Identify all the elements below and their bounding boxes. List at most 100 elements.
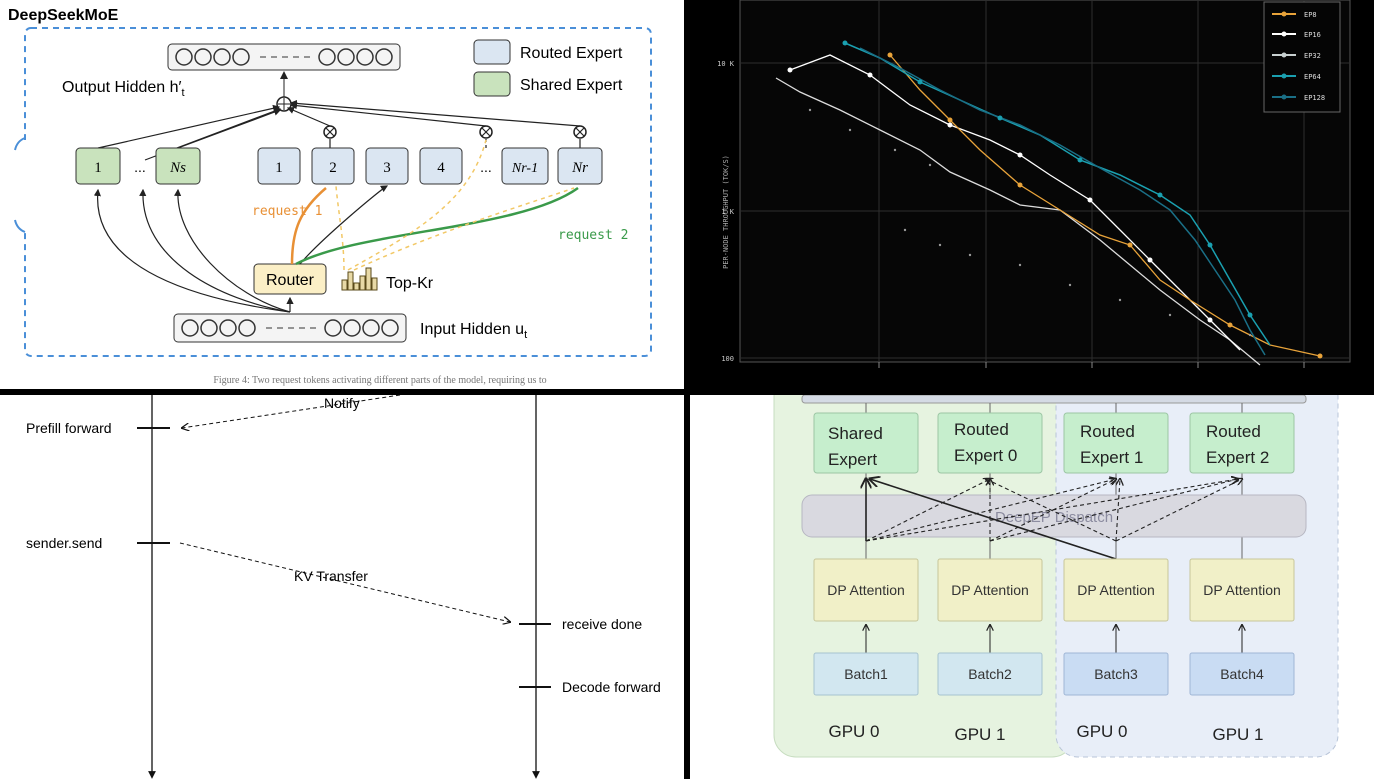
dp-attention-1 [813, 558, 919, 622]
moe-title: DeepSeekMoE [8, 7, 119, 24]
shared-legend-swatch [473, 71, 511, 97]
dp-attention-2-label: DP Attention [951, 582, 1029, 598]
router-box [253, 263, 327, 295]
shared-expert-ns [155, 147, 201, 185]
legend-ep8: EP8 [1304, 11, 1317, 19]
plot-area [739, 0, 1351, 363]
deepep-dispatch-bar [801, 494, 1307, 538]
legend-ep32: EP32 [1304, 52, 1321, 60]
notify-arrow [182, 395, 401, 428]
deepseekmoe-panel: DeepSeekMoE Routed Expert Shared Expert … [0, 0, 684, 389]
routed-expert-nr-minus-1-label: Nr-1 [511, 161, 538, 176]
ytick-1k: 1 K [721, 208, 734, 216]
series-ep64-points [842, 40, 1253, 318]
series-ep32-points [787, 67, 1213, 323]
kv-transfer-arrow [179, 542, 510, 622]
dp-attention-3 [1063, 558, 1169, 622]
gpu-label-4: GPU 1 [1212, 725, 1263, 744]
routed-expert-nr [557, 147, 603, 185]
shared-expert-label-2: Expert [828, 450, 877, 469]
shared-expert-box [813, 412, 919, 474]
batch-2-label: Batch2 [968, 666, 1012, 682]
request-1-path [290, 187, 327, 265]
request-1-label: request 1 [252, 204, 322, 219]
routed-expert-0-box [937, 412, 1043, 474]
dp-attention-1-label: DP Attention [827, 582, 905, 598]
routed-expert-1-label-2: Expert 1 [1080, 448, 1143, 467]
routed-expert-1 [257, 147, 301, 185]
batch-4 [1189, 652, 1295, 696]
batch-1 [813, 652, 919, 696]
routed-expert-2-box [1189, 412, 1295, 474]
batch-3 [1063, 652, 1169, 696]
routed-expert-2-label: 2 [329, 160, 337, 176]
timeline-panel: Notify Prefill forward sender.send KV Tr… [0, 395, 684, 779]
routed-expert-2 [311, 147, 355, 185]
routed-expert-2-label-2: Expert 2 [1206, 448, 1269, 467]
dp-attention-4 [1189, 558, 1295, 622]
decode-forward-label: Decode forward [562, 679, 661, 695]
throughput-chart: PER-NODE THROUGHPUT (TOK/S) 10 K 1 K 100… [717, 0, 1351, 368]
request-2-path [295, 186, 579, 266]
throughput-legend [1263, 1, 1341, 113]
routed-expert-4 [419, 147, 463, 185]
routed-expert-nr-minus-1 [501, 147, 549, 185]
routed-ellipsis: ... [480, 159, 492, 175]
routed-expert-1-box [1063, 412, 1169, 474]
shared-ellipsis: ... [134, 159, 146, 175]
legend-ep64: EP64 [1304, 73, 1321, 81]
shared-expert-label-1: Shared [828, 424, 883, 443]
input-hidden-label: Input Hidden ut [420, 321, 527, 341]
routed-expert-0-label-1: Routed [954, 420, 1009, 439]
routed-expert-3 [365, 147, 409, 185]
batch-4-label: Batch4 [1220, 666, 1264, 682]
series-ep8-points [887, 52, 1323, 359]
sender-send-label: sender.send [26, 535, 102, 551]
routed-expert-4-label: 4 [437, 160, 445, 176]
batch-3-label: Batch3 [1094, 666, 1138, 682]
legend-ep128: EP128 [1304, 94, 1325, 102]
batch-2 [937, 652, 1043, 696]
router-label: Router [266, 272, 315, 289]
shared-expert-1-label: 1 [94, 160, 102, 176]
dp-attention-4-label: DP Attention [1203, 582, 1281, 598]
moe-diagram: DeepSeekMoE Routed Expert Shared Expert … [8, 7, 652, 386]
throughput-panel: PER-NODE THROUGHPUT (TOK/S) 10 K 1 K 100… [690, 0, 1374, 389]
shared-expert-ns-label: Ns [169, 160, 186, 176]
routed-legend-swatch [473, 39, 511, 65]
receive-done-label: receive done [562, 616, 642, 632]
series-ep32-line [789, 54, 1241, 351]
routed-expert-3-label: 3 [383, 160, 391, 176]
ytick-100: 100 [721, 355, 734, 363]
dp-attention-2 [937, 558, 1043, 622]
routed-expert-2-label-1: Routed [1206, 422, 1261, 441]
series-ep16-line [775, 77, 1261, 366]
routed-expert-1-label: 1 [275, 160, 283, 176]
shared-legend-label: Shared Expert [520, 77, 623, 94]
ytick-10k: 10 K [717, 60, 735, 68]
shared-expert-1 [75, 147, 121, 185]
throughput-ylabel: PER-NODE THROUGHPUT (TOK/S) [722, 155, 730, 269]
gpu-label-1: GPU 0 [828, 722, 879, 741]
dp-attention-3-label: DP Attention [1077, 582, 1155, 598]
routed-expert-0-label-2: Expert 0 [954, 446, 1017, 465]
batch-1-label: Batch1 [844, 666, 888, 682]
scatter-dots [808, 108, 1252, 337]
gpu-label-3: GPU 0 [1076, 722, 1127, 741]
series-ep128-line [859, 47, 1266, 356]
routed-expert-1-label-1: Routed [1080, 422, 1135, 441]
topk-label: Top-Kr [386, 275, 434, 292]
moe-caption: Figure 4: Two request tokens activating … [213, 375, 546, 386]
routed-legend-label: Routed Expert [520, 45, 623, 62]
notify-label: Notify [324, 395, 360, 411]
dp-diagram: Shared Expert Routed Expert 0 Routed Exp… [773, 395, 1339, 758]
deepep-dispatch-label: DeepEP Dispatch [995, 509, 1113, 526]
output-hidden-label: Output Hidden h′t [62, 79, 185, 99]
legend-ep16: EP16 [1304, 31, 1321, 39]
kv-transfer-label: KV Transfer [294, 568, 368, 584]
timeline-diagram: Notify Prefill forward sender.send KV Tr… [26, 395, 661, 779]
dp-attention-panel: Shared Expert Routed Expert 0 Routed Exp… [690, 395, 1374, 779]
prefill-forward-label: Prefill forward [26, 420, 112, 436]
gpu-label-2: GPU 1 [954, 725, 1005, 744]
topk-histogram-icon [341, 267, 378, 291]
